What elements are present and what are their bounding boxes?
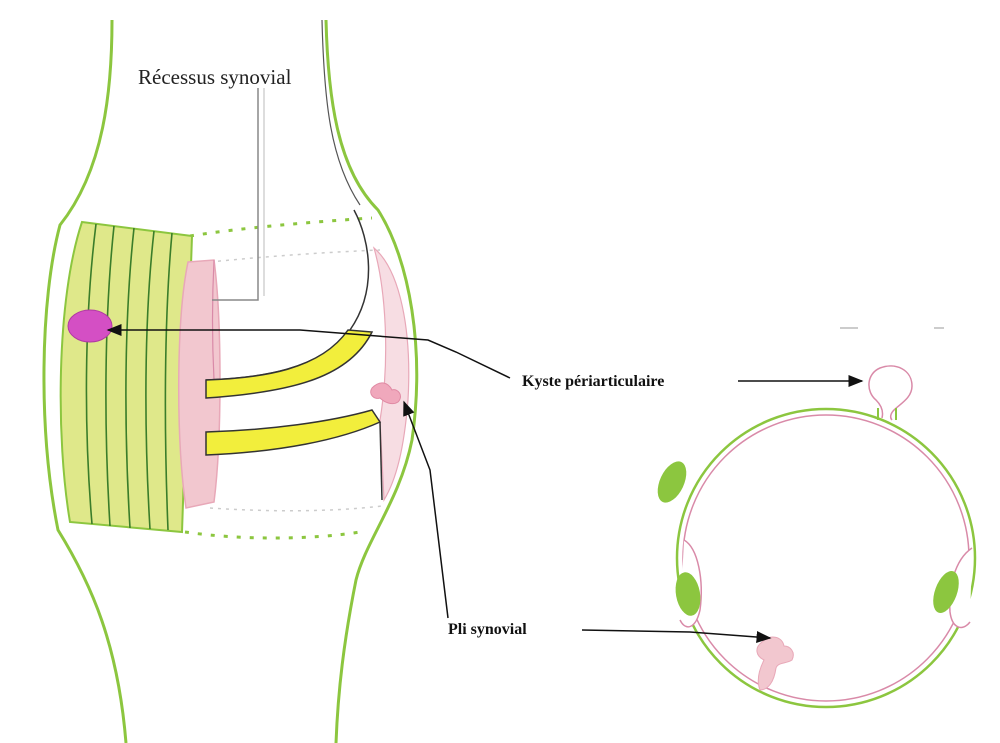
pli-arrow-right xyxy=(581,629,772,643)
capsule-dotted-top xyxy=(189,216,373,238)
fat-pad-top-left xyxy=(657,461,687,503)
bone-right-contour xyxy=(324,19,419,743)
kyste-leader-left xyxy=(106,324,511,379)
label-kyste-periarticulaire: Kyste périarticulaire xyxy=(522,373,664,390)
capsule-dotted-mid xyxy=(209,249,381,263)
pli-leader-left xyxy=(403,400,449,619)
label-recessus-synovial: Récessus synovial xyxy=(138,65,292,89)
tibial-cartilage xyxy=(205,409,382,456)
synovial-membrane-edge xyxy=(211,259,215,381)
label-pli-synovial: Pli synovial xyxy=(448,621,527,638)
recess-indent-right xyxy=(948,547,973,629)
cyst-stalk-green xyxy=(877,408,897,420)
cyst-stalk xyxy=(868,365,913,421)
bone-inner-contour xyxy=(321,19,361,206)
recessus-leader xyxy=(212,88,259,301)
synovial-fold-section xyxy=(756,636,794,691)
cross-section xyxy=(657,327,977,709)
capsule-dotted-bottom xyxy=(184,530,361,540)
ligament-stripes xyxy=(85,223,173,531)
capsule-outer-circle xyxy=(675,407,977,709)
knee-joint xyxy=(42,19,419,743)
synovial-fold xyxy=(370,382,401,405)
tibial-plateau-line xyxy=(379,421,383,501)
fat-pad-left xyxy=(675,572,701,616)
periarticular-cyst-left xyxy=(67,309,113,343)
capsule-dotted-low xyxy=(209,505,383,512)
synovial-recess-right xyxy=(372,246,410,503)
bone-left-contour xyxy=(42,19,128,743)
leaders xyxy=(106,88,864,643)
fat-pad-right xyxy=(933,570,959,614)
femoral-cartilage xyxy=(205,329,374,399)
